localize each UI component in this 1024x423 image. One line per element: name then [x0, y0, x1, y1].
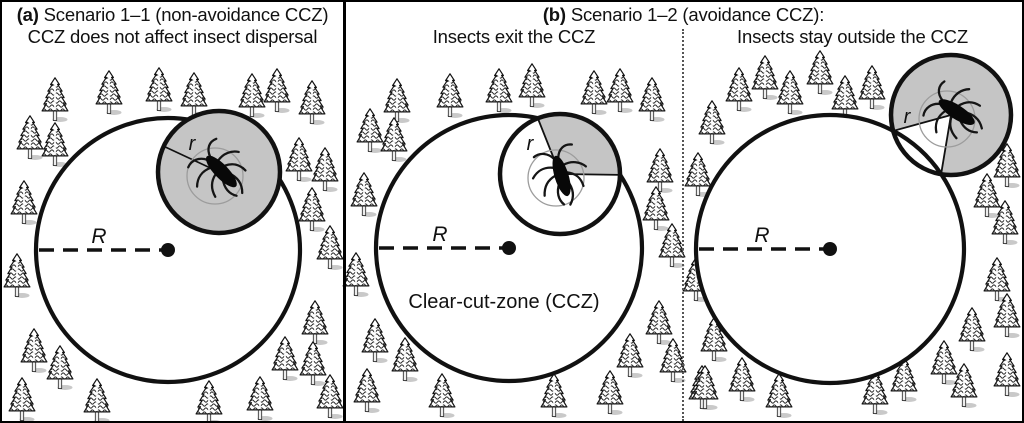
tree-icon — [20, 328, 48, 374]
tree-icon — [16, 115, 44, 161]
tree-icon — [350, 172, 378, 218]
tree-icon — [428, 373, 456, 419]
tree-icon — [145, 67, 173, 113]
tree-icon — [596, 370, 624, 416]
panel-b-prefix: (b) — [542, 4, 566, 25]
panel-a-header: (a) Scenario 1–1 (non-avoidance CCZ) CCZ… — [2, 4, 343, 48]
subpanel-divider — [682, 29, 684, 421]
panel-a-subtitle: CCZ does not affect insect dispersal — [27, 26, 318, 47]
tree-icon — [698, 100, 726, 146]
tree-icon — [356, 108, 384, 154]
tree-icon — [606, 68, 634, 114]
tree-icon — [83, 378, 111, 421]
tree-icon — [298, 187, 326, 233]
tree-icon — [806, 50, 834, 96]
tree-icon — [195, 380, 223, 421]
tree-icon — [263, 68, 291, 114]
tree-icon — [361, 318, 389, 364]
tree-icon — [776, 70, 804, 116]
tree-icon — [973, 173, 1001, 219]
tree-icon — [485, 68, 513, 114]
tree-icon — [353, 368, 381, 414]
small-radius-label: r — [904, 106, 912, 128]
tree-icon — [3, 253, 31, 299]
tree-icon — [993, 352, 1021, 398]
big-radius-label: R — [432, 223, 447, 246]
dispersal-circle-outline — [155, 108, 283, 236]
tree-icon — [238, 73, 266, 119]
tree-icon — [271, 336, 299, 382]
dispersal-circle-outline — [497, 111, 623, 237]
tree-icon — [858, 65, 886, 111]
ccz-label: Clear-cut-zone (CCZ) — [408, 291, 599, 313]
subpanel-exit-label: Insects exit the CCZ — [432, 26, 596, 47]
tree-icon — [518, 63, 546, 109]
tree-icon — [95, 70, 123, 116]
tree-icon — [41, 122, 69, 168]
tree-icon — [645, 300, 673, 346]
tree-icon — [298, 80, 326, 126]
tree-icon — [10, 180, 38, 226]
dispersal-circle-outline — [888, 52, 1014, 178]
small-radius-label: r — [527, 133, 535, 155]
panel-b-title: Scenario 1–2 (avoidance CCZ): — [570, 4, 825, 25]
panel-b-title-line: (b) Scenario 1–2 (avoidance CCZ): — [345, 4, 1022, 26]
tree-icon — [391, 337, 419, 383]
tree-icon — [580, 70, 608, 116]
panel-a-prefix: (a) — [16, 4, 39, 25]
tree-icon — [751, 55, 779, 101]
tree-icon — [958, 307, 986, 353]
tree-icon — [646, 148, 674, 194]
tree-icon — [246, 376, 274, 421]
tree-icon — [684, 152, 712, 198]
panel-a-diagram: Rr — [3, 67, 344, 421]
tree-icon — [383, 78, 411, 124]
tree-icon — [285, 137, 313, 183]
tree-icon — [8, 377, 36, 421]
insect-halo — [918, 90, 976, 148]
center-dot — [161, 243, 175, 257]
tree-icon — [642, 186, 670, 232]
tree-icon — [311, 147, 339, 193]
tree-icon — [46, 345, 74, 391]
small-radius-label: r — [189, 133, 197, 155]
tree-icon — [299, 341, 327, 387]
tree-icon — [180, 72, 208, 118]
panel-b1-diagram: R Clear-cut-zone (CCZ) r — [342, 63, 687, 419]
tree-icon — [728, 357, 756, 403]
tree-icon — [316, 225, 344, 271]
panel-b-header: (b) Scenario 1–2 (avoidance CCZ): — [345, 4, 1022, 26]
panel-a-title-line: (a) Scenario 1–1 (non-avoidance CCZ) — [2, 4, 343, 26]
insect-halo — [527, 149, 585, 207]
tree-icon — [725, 67, 753, 113]
tree-icon — [41, 77, 69, 123]
panel-divider — [343, 2, 346, 421]
wedge-edge — [559, 173, 621, 176]
tree-icon — [301, 300, 329, 346]
big-radius-label: R — [754, 224, 769, 247]
tree-icon — [691, 365, 719, 411]
tree-icon — [765, 373, 793, 419]
center-dot — [823, 242, 837, 256]
tree-icon — [540, 373, 568, 419]
insect-halo — [186, 147, 244, 205]
tree-icon — [930, 340, 958, 386]
big-radius-label: R — [91, 225, 106, 248]
subpanel-stay-label: Insects stay outside the CCZ — [737, 26, 968, 47]
center-dot — [502, 241, 516, 255]
tree-icon — [436, 73, 464, 119]
tree-icon — [638, 77, 666, 123]
ccz-arc-overlay — [892, 129, 943, 176]
tree-icon — [380, 117, 408, 163]
wedge-edge — [892, 114, 952, 132]
panel-a-title: Scenario 1–1 (non-avoidance CCZ) — [43, 4, 329, 25]
tree-icon — [342, 252, 370, 298]
panel-b2-diagram: Rr — [682, 50, 1021, 419]
tree-icon — [616, 333, 644, 379]
